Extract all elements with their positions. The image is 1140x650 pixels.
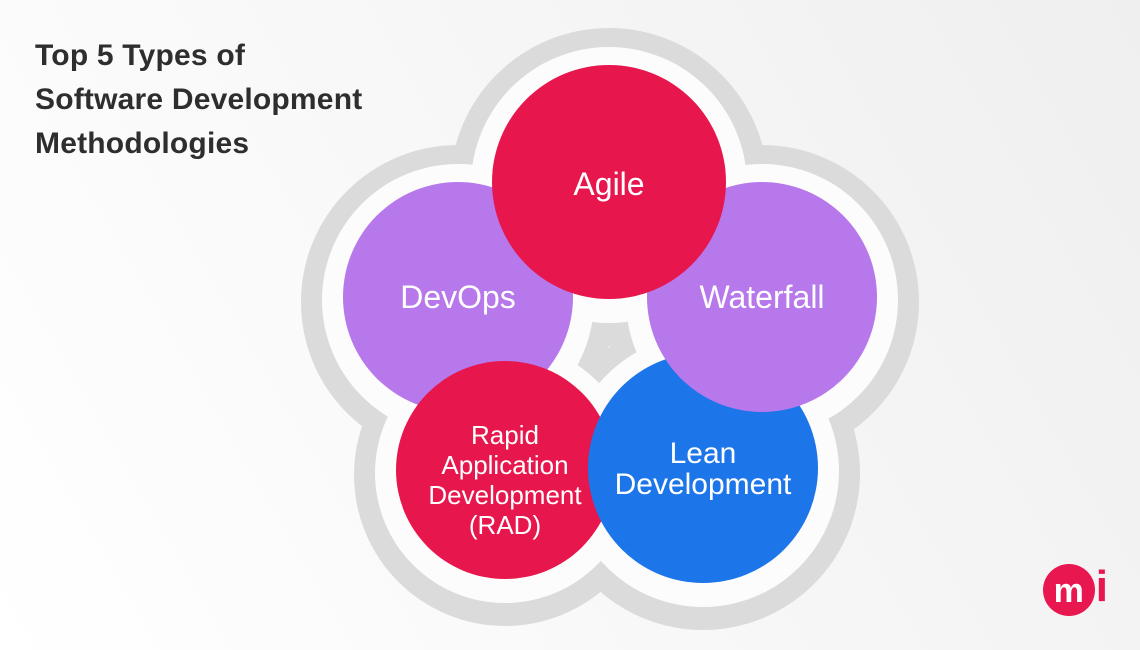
page-title: Top 5 Types of Software Development Meth… bbox=[35, 34, 362, 166]
methodology-circles bbox=[343, 65, 877, 583]
circle-agile bbox=[492, 65, 726, 299]
circle-label-waterfall: Waterfall bbox=[699, 279, 824, 315]
title-line-2: Software Development bbox=[35, 83, 363, 116]
brand-logo-letter-m: m bbox=[1053, 572, 1084, 610]
brand-logo-mark: m bbox=[1042, 564, 1095, 616]
brand-logo: m i bbox=[1042, 562, 1108, 616]
title-line-1: Top 5 Types of bbox=[35, 39, 246, 72]
circle-label-agile: Agile bbox=[573, 166, 644, 202]
title-line-3: Methodologies bbox=[35, 127, 250, 160]
circle-rad bbox=[396, 361, 614, 579]
brand-logo-letter-i: i bbox=[1095, 562, 1108, 611]
circle-label-devops: DevOps bbox=[400, 279, 516, 315]
